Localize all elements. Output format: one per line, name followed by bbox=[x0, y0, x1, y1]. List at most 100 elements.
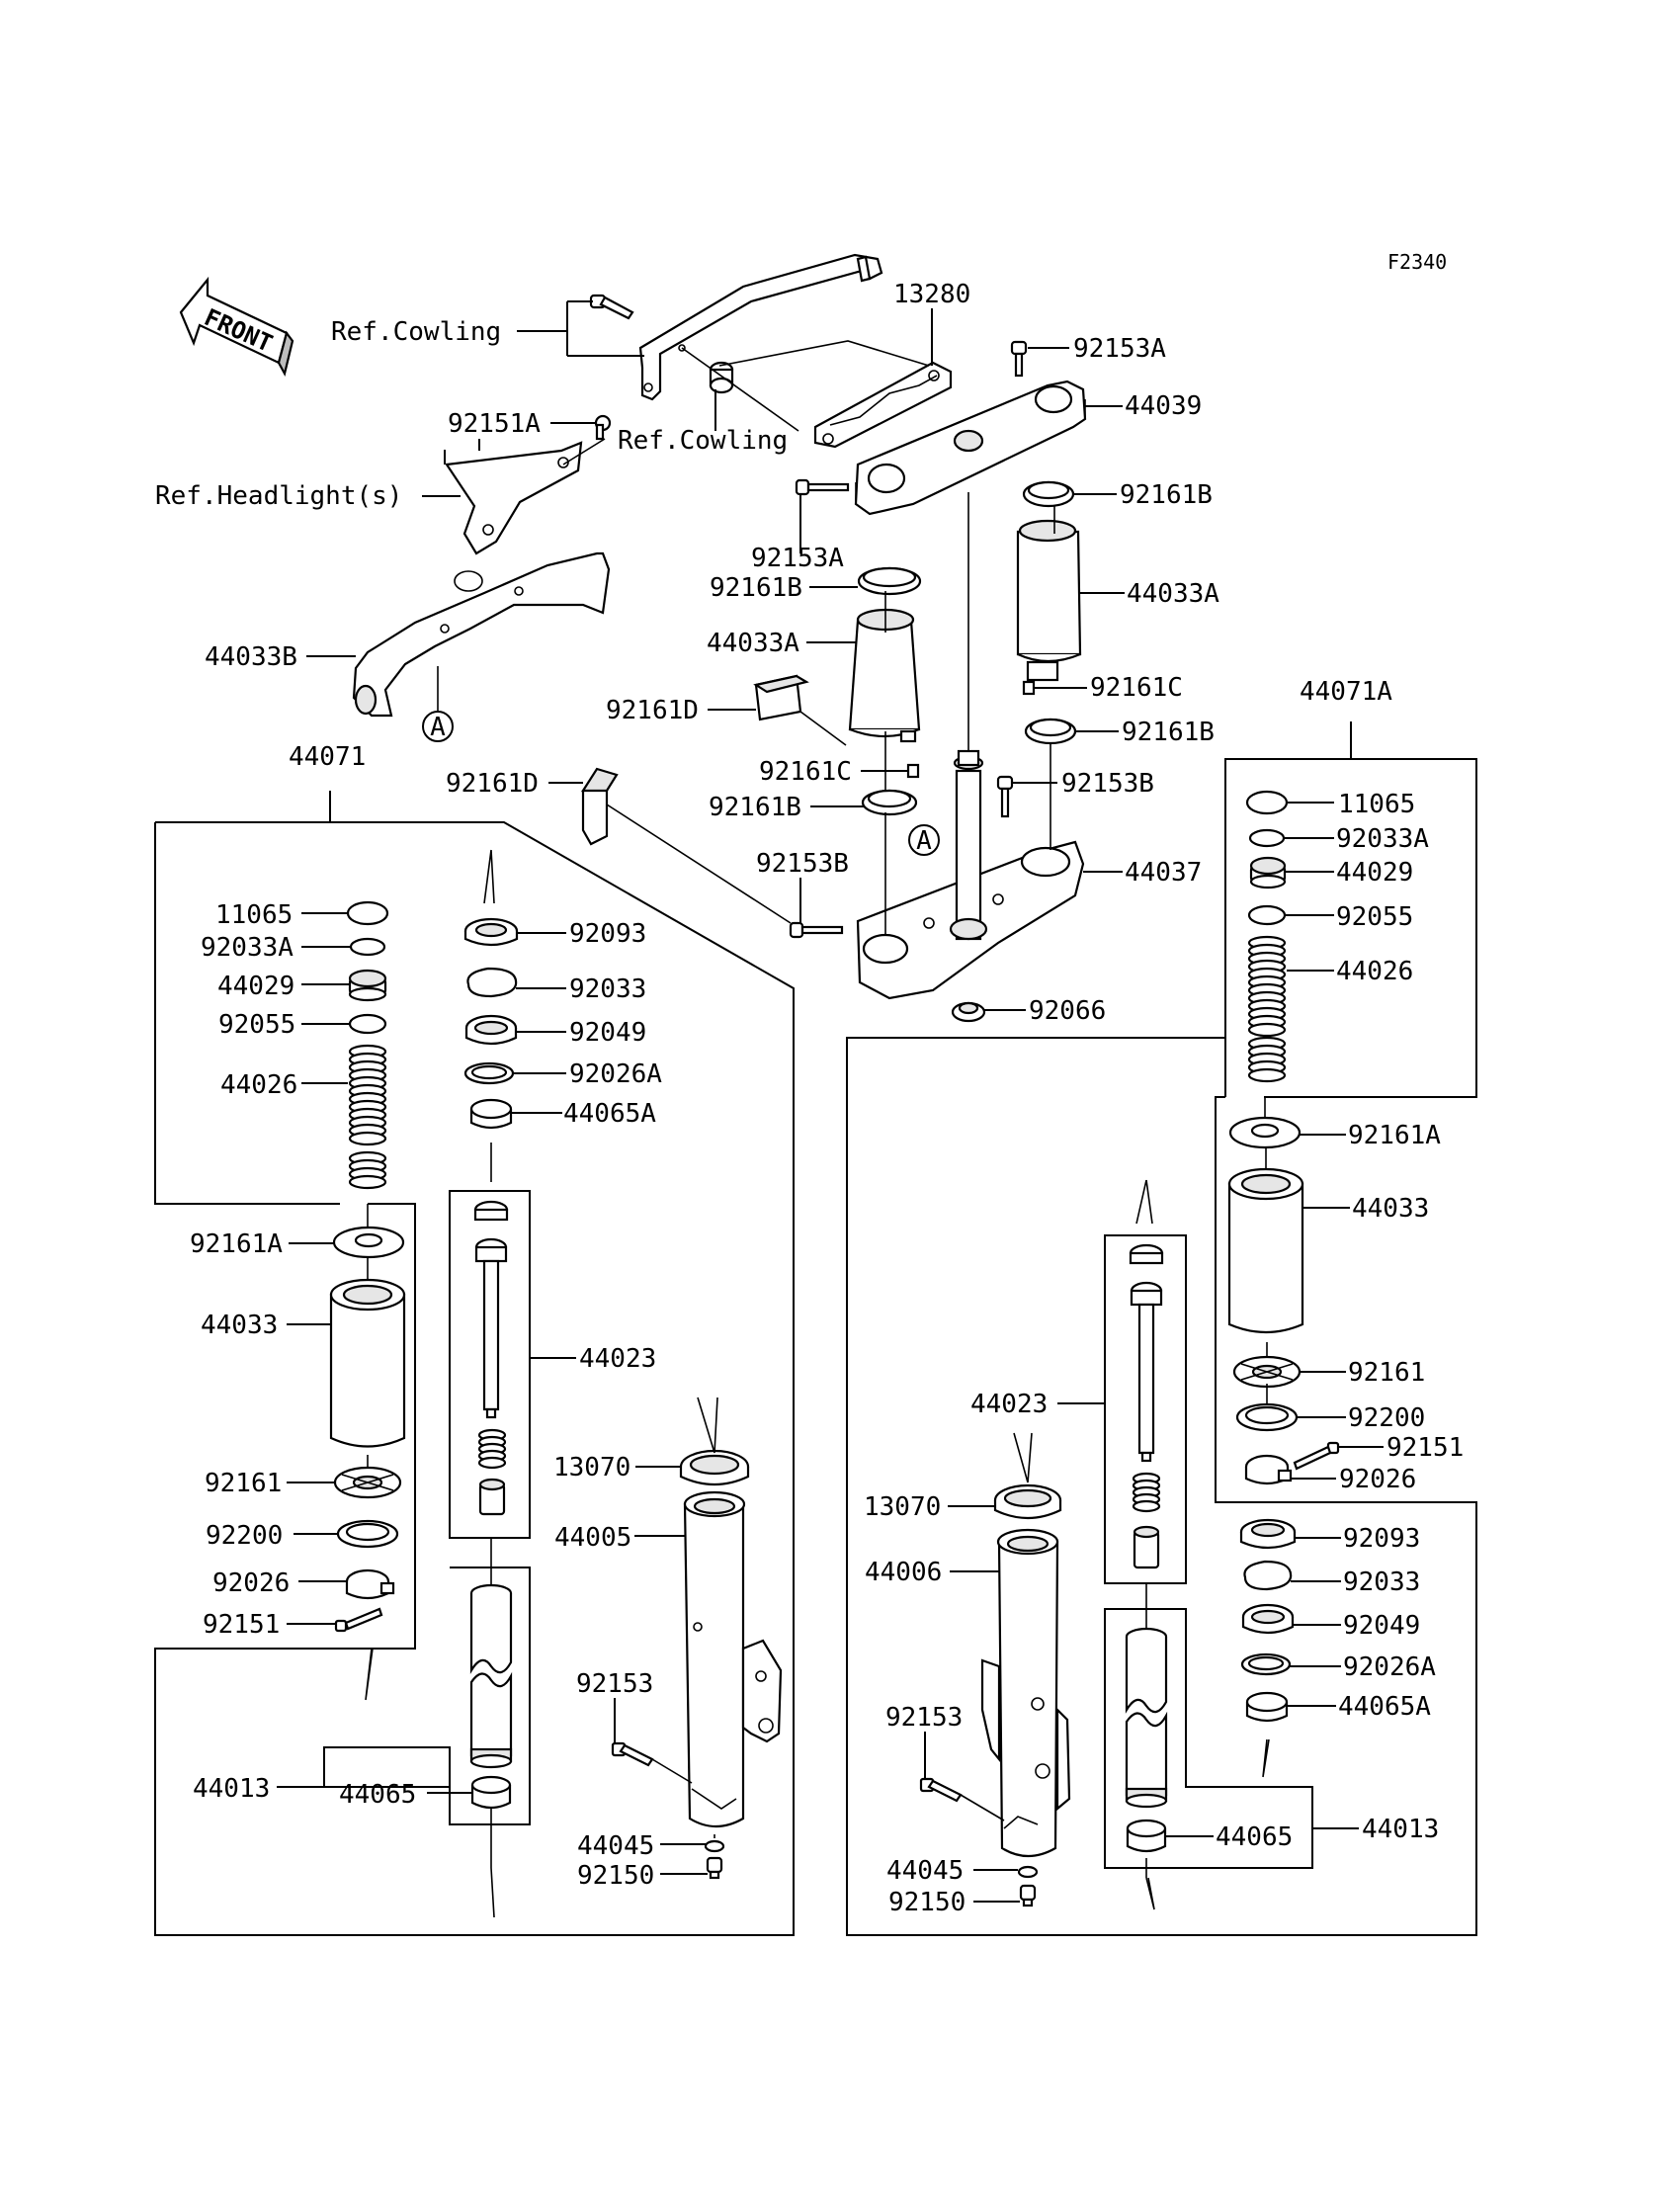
r-label-92153: 92153 bbox=[885, 1703, 963, 1733]
steering-stem-44037 bbox=[856, 749, 1085, 1000]
label-44039: 44039 bbox=[1125, 391, 1202, 421]
label-92151A: 92151A bbox=[448, 409, 541, 439]
r-seat-92161-icon bbox=[1232, 1355, 1302, 1389]
r-washer-92200-icon bbox=[1235, 1402, 1299, 1432]
r-seal-92093-icon bbox=[1239, 1518, 1297, 1550]
r-dustseal-13070-icon bbox=[993, 1483, 1062, 1520]
l-label-44029: 44029 bbox=[217, 972, 294, 1001]
l-dustseal-13070-icon bbox=[679, 1449, 750, 1486]
label-92161D-b: 92161D bbox=[446, 769, 539, 799]
right-fork-leaders bbox=[924, 802, 1384, 1910]
label-92161B-l1: 92161B bbox=[710, 573, 802, 603]
l-group-44071: 44071 bbox=[289, 742, 366, 772]
l-gasket-44045-icon bbox=[704, 1839, 725, 1853]
ring-92161B-right-2-icon bbox=[1024, 718, 1077, 745]
r-label-44029: 44029 bbox=[1336, 858, 1413, 888]
l-label-92049: 92049 bbox=[569, 1018, 646, 1048]
l-label-92153: 92153 bbox=[576, 1669, 653, 1699]
cowling-bracket bbox=[638, 253, 883, 401]
l-washer-92026A-icon bbox=[463, 1061, 515, 1085]
r-spring-44026-icon bbox=[1247, 935, 1287, 1083]
label-92153A-left: 92153A bbox=[751, 544, 844, 573]
l-snapring-92033-icon bbox=[466, 967, 518, 998]
callout-circle-a2 bbox=[908, 824, 940, 856]
spring-coil bbox=[1132, 1499, 1161, 1513]
l-spacer-44033-icon bbox=[329, 1278, 406, 1448]
l-label-44033: 44033 bbox=[201, 1311, 278, 1340]
label-44033B: 44033B bbox=[205, 642, 297, 672]
label-92161B-r1: 92161B bbox=[1120, 480, 1213, 510]
r-label-92049: 92049 bbox=[1343, 1611, 1420, 1641]
r-label-92161: 92161 bbox=[1348, 1358, 1425, 1388]
cowling-collar-icon bbox=[709, 361, 734, 394]
l-clamp-92026-icon bbox=[345, 1568, 395, 1600]
r-label-92150: 92150 bbox=[888, 1888, 966, 1917]
label-92161C-l: 92161C bbox=[759, 757, 852, 787]
callout-a1: A bbox=[430, 713, 446, 742]
l-label-44026: 44026 bbox=[220, 1070, 297, 1100]
l-inner-tube-44013-icon bbox=[469, 1583, 513, 1769]
upper-bracket-44039 bbox=[854, 380, 1087, 516]
r-inner-tube-44013-icon bbox=[1125, 1627, 1168, 1809]
r-seal-92049-icon bbox=[1241, 1603, 1295, 1635]
l-seal-92049-icon bbox=[464, 1014, 518, 1046]
damper-92161D-b bbox=[580, 767, 619, 846]
l-washer-92200-icon bbox=[336, 1519, 399, 1549]
r-label-92033: 92033 bbox=[1343, 1567, 1420, 1597]
r-label-44023: 44023 bbox=[970, 1390, 1048, 1419]
front-arrow-icon: FRONT bbox=[179, 276, 294, 378]
l-label-13070: 13070 bbox=[553, 1453, 630, 1482]
r-oring-92033A-icon bbox=[1248, 828, 1286, 848]
r-bolt-92153-icon bbox=[919, 1777, 963, 1803]
right-fork-frame bbox=[846, 721, 1477, 1936]
l-label-44065: 44065 bbox=[339, 1780, 416, 1810]
r-cap-11065-icon bbox=[1245, 790, 1289, 815]
r-label-92026: 92026 bbox=[1339, 1465, 1416, 1494]
r-washer-92161A-icon bbox=[1228, 1116, 1302, 1149]
l-bushing-44065-icon bbox=[470, 1775, 512, 1810]
r-oring-92055-icon bbox=[1247, 904, 1287, 926]
label-92066: 92066 bbox=[1029, 996, 1106, 1026]
l-label-44045: 44045 bbox=[577, 1831, 654, 1861]
left-fork-leaders bbox=[277, 849, 718, 1918]
bolt-92153A-top-icon bbox=[1010, 340, 1028, 378]
r-label-92093: 92093 bbox=[1343, 1524, 1420, 1554]
l-label-92161: 92161 bbox=[205, 1469, 282, 1498]
r-label-92151: 92151 bbox=[1386, 1433, 1464, 1463]
ring-92161B-left-2-icon bbox=[861, 789, 918, 816]
l-label-44013: 44013 bbox=[193, 1774, 270, 1804]
l-label-92055: 92055 bbox=[218, 1010, 295, 1040]
l-oring-92055-icon bbox=[348, 1013, 387, 1035]
spring-coil bbox=[348, 1174, 387, 1190]
r-outer-tube-44006-icon bbox=[980, 1528, 1071, 1858]
bolt-92151A-icon bbox=[594, 414, 612, 441]
left-fork-parts bbox=[329, 900, 783, 1880]
r-label-92055: 92055 bbox=[1336, 902, 1413, 932]
label-92153A-top: 92153A bbox=[1073, 334, 1166, 364]
spring-coil bbox=[477, 1456, 507, 1470]
l-label-92151: 92151 bbox=[203, 1610, 280, 1640]
fork-cover-44033A-left bbox=[848, 608, 921, 779]
r-label-44065A: 44065A bbox=[1338, 1692, 1431, 1722]
l-label-92033A: 92033A bbox=[201, 933, 294, 963]
r-label-92026A: 92026A bbox=[1343, 1652, 1436, 1682]
fork-cover-44033A-right bbox=[1016, 519, 1082, 696]
l-oring-92033A-icon bbox=[349, 937, 386, 957]
bolt-92153A-left-icon bbox=[795, 478, 850, 496]
r-screw-92151-icon bbox=[1293, 1441, 1340, 1471]
r-washer-92026A-icon bbox=[1240, 1652, 1292, 1676]
l-label-44005: 44005 bbox=[554, 1523, 631, 1553]
ref-headlight: Ref.Headlight(s) bbox=[155, 481, 402, 511]
r-label-44045: 44045 bbox=[886, 1856, 964, 1886]
r-clamp-92026-icon bbox=[1244, 1454, 1293, 1485]
label-44037: 44037 bbox=[1125, 858, 1202, 888]
l-label-92026: 92026 bbox=[212, 1568, 290, 1598]
cowling-bolt-icon bbox=[589, 294, 634, 320]
l-label-92033: 92033 bbox=[569, 974, 646, 1004]
r-label-44026: 44026 bbox=[1336, 957, 1413, 986]
r-label-44006: 44006 bbox=[865, 1558, 942, 1587]
r-label-13070: 13070 bbox=[864, 1492, 941, 1522]
label-44033A-r: 44033A bbox=[1127, 579, 1219, 609]
r-damper-rod-44023-icon bbox=[1129, 1243, 1164, 1569]
seal-92066-icon bbox=[951, 1001, 986, 1023]
